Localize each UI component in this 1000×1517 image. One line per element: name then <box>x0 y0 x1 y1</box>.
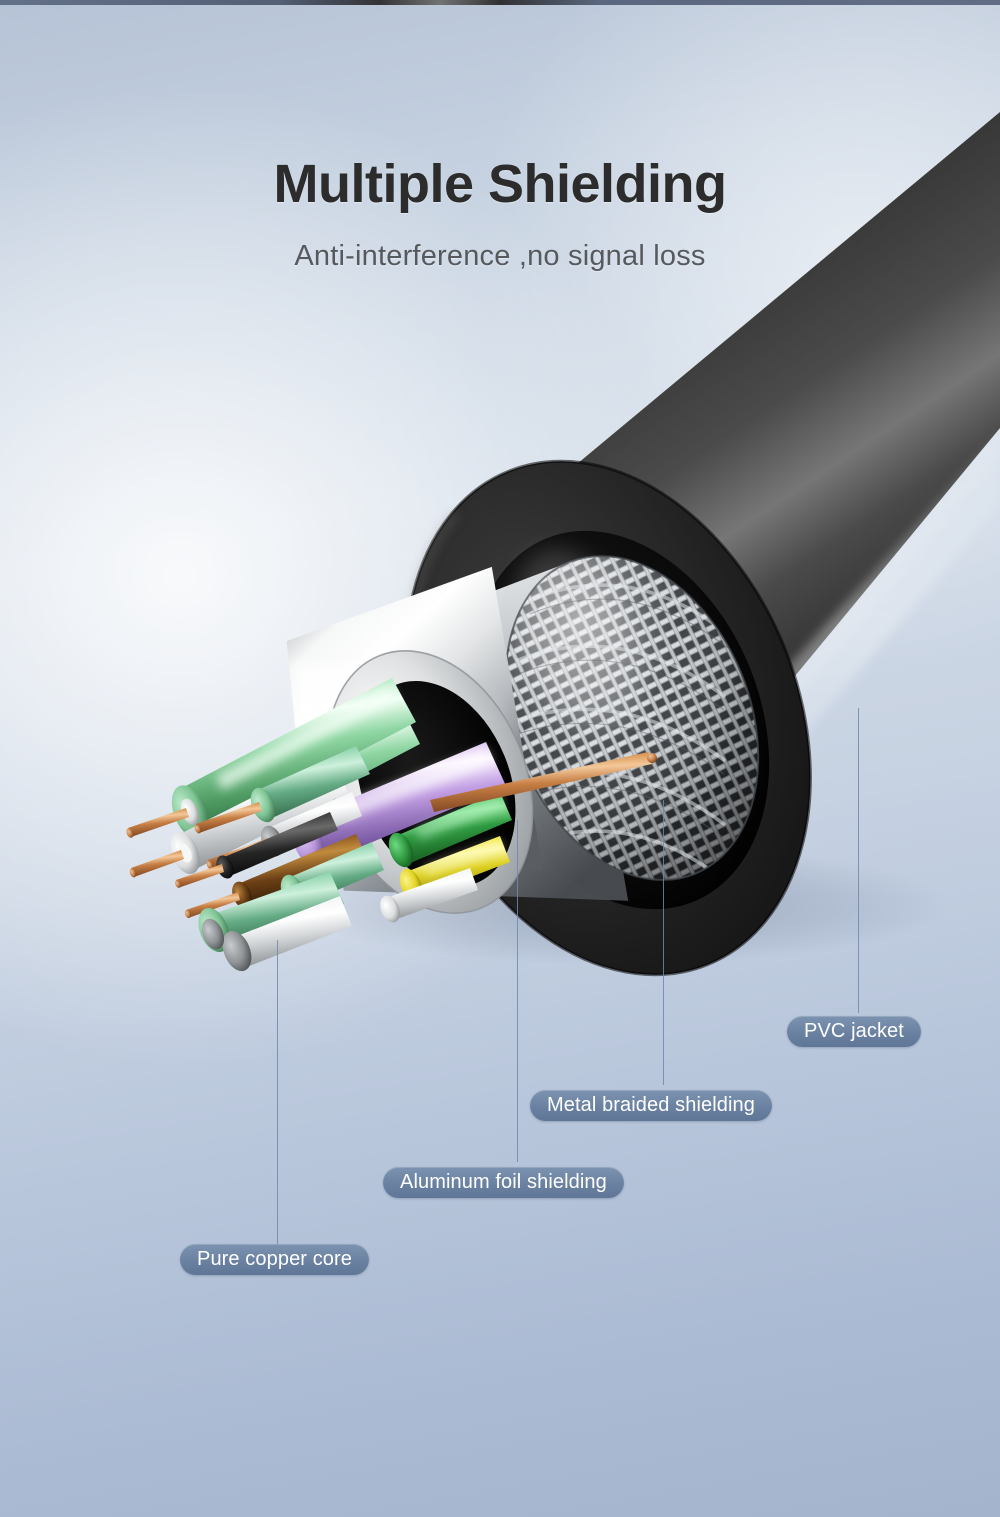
wire-brown-protruding <box>184 834 366 919</box>
wire-black-protruding <box>175 812 338 888</box>
wire-green-protruding-1 <box>126 678 416 839</box>
callout-label-pvc-jacket: PVC jacket <box>804 1020 904 1042</box>
wire-mint-protruding <box>194 746 370 834</box>
callout-label-aluminum-foil: Aluminum foil shielding <box>400 1171 607 1193</box>
callout-aluminum-foil-shielding[interactable]: Aluminum foil shielding <box>383 1167 624 1198</box>
top-edge-bleed-strip <box>0 0 1000 5</box>
callout-pvc-jacket[interactable]: PVC jacket <box>787 1016 921 1047</box>
pure-copper-core-layer <box>126 678 657 972</box>
leader-line-aluminum-foil <box>517 820 518 1162</box>
callout-pure-copper-core[interactable]: Pure copper core <box>180 1244 370 1275</box>
callout-label-pure-copper-core: Pure copper core <box>197 1248 353 1270</box>
wire-grey-ends-front <box>201 896 352 972</box>
page-subtitle: Anti-interference ,no signal loss <box>294 240 706 272</box>
page-title: Multiple Shielding <box>273 154 727 214</box>
wire-dark-green <box>388 792 512 868</box>
leader-line-pure-copper <box>277 940 278 1244</box>
leader-line-pvc-jacket <box>858 708 859 1013</box>
bare-copper-strand <box>430 752 657 812</box>
leader-line-metal-braided <box>663 800 664 1085</box>
wire-white-inner <box>380 868 478 923</box>
callout-metal-braided-shielding[interactable]: Metal braided shielding <box>530 1090 772 1121</box>
callout-label-metal-braided: Metal braided shielding <box>547 1094 755 1116</box>
